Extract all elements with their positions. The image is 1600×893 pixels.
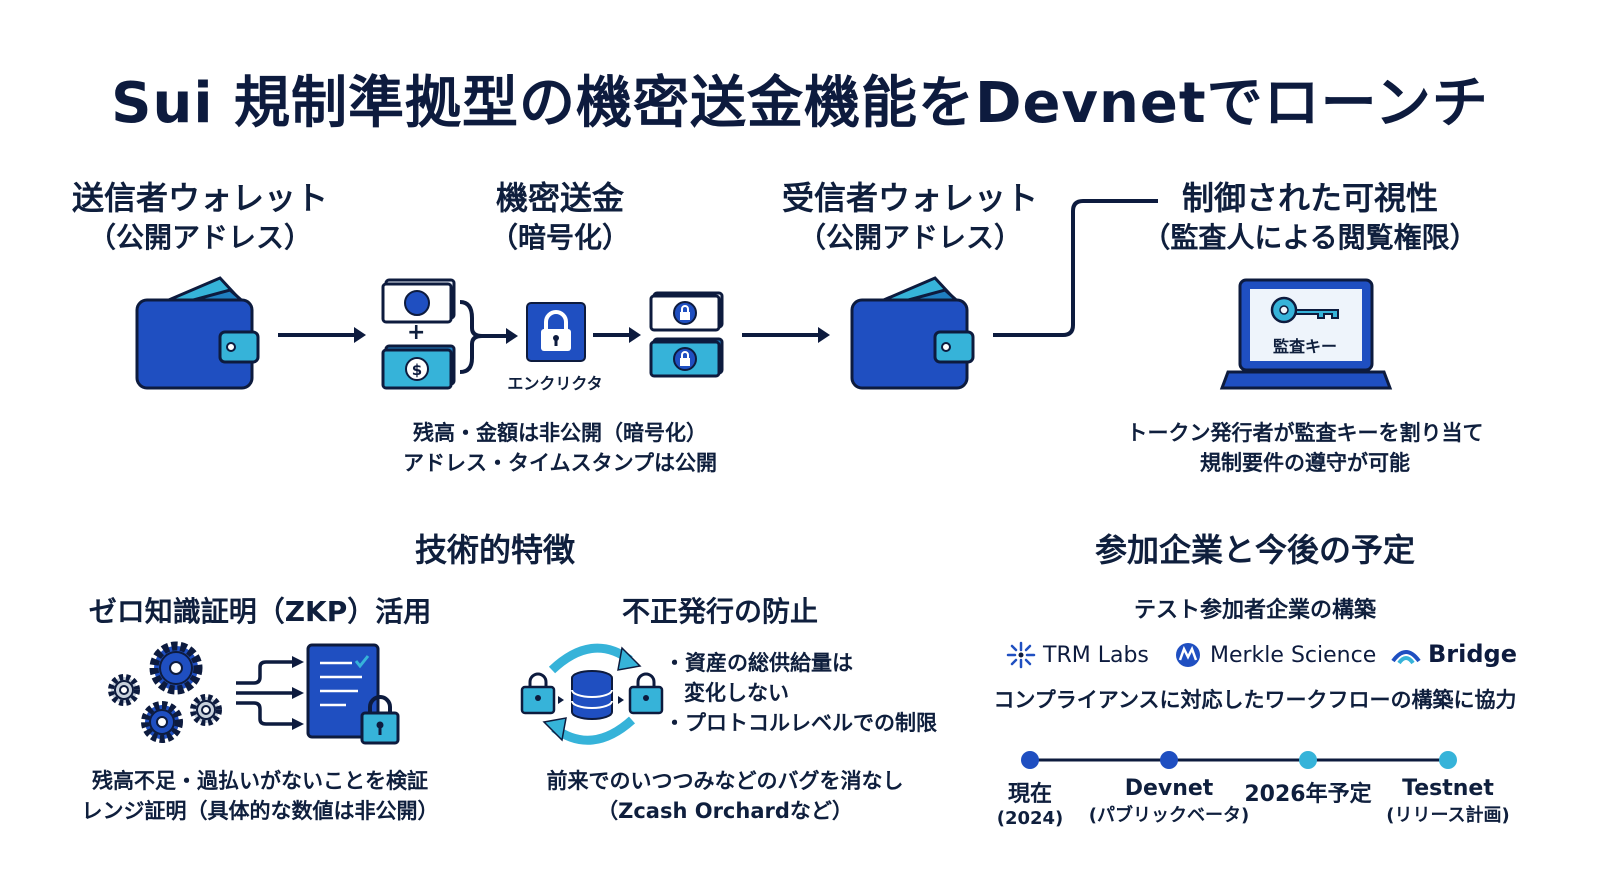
fraud-bullets: ・資産の総供給量は 変化しない ・プロトコルレベルでの制限 xyxy=(664,651,937,735)
timeline-item: Devnet (パブリックベータ) xyxy=(1088,776,1250,826)
bridge-logo: Bridge xyxy=(1390,640,1517,668)
database-cycle-icon xyxy=(520,643,664,745)
plus-icon: + xyxy=(407,320,426,345)
receiver-heading: 受信者ウォレット （公開アドレス） xyxy=(781,179,1038,254)
features-heading: 技術的特徴 xyxy=(414,531,575,569)
visibility-heading: 制御された可視性 （監査人による閲覧権限） xyxy=(1142,179,1478,254)
fraud-description: 前来でのいつつみなどのバグを消なし （Zcash Orchardなど） xyxy=(546,769,904,823)
timeline-line xyxy=(1021,751,1457,769)
encrypted-banknote-icon xyxy=(649,291,724,332)
confidential-heading: 機密送金 （暗号化） xyxy=(489,179,630,254)
audit-note: トークン発行者が監査キーを割り当て 規制要件の遵守が可能 xyxy=(1126,421,1484,475)
timeline-item: 現在 (2024) xyxy=(996,782,1064,829)
merkle-science-name: Merkle Science xyxy=(1210,642,1377,668)
arrow-icon xyxy=(278,327,366,343)
svg-text:$: $ xyxy=(412,361,422,379)
zkp-description: 残高不足・過払いがないことを検証 レンジ証明（具体的な数値は非公開） xyxy=(81,769,439,823)
flow-arrows-icon xyxy=(236,656,304,730)
timeline-item: 2026年予定 xyxy=(1244,782,1372,807)
partners-heading: 参加企業と今後の予定 xyxy=(1094,531,1415,569)
encryptor-label: エンクリクタ xyxy=(507,374,603,393)
sender-wallet-icon xyxy=(135,276,260,390)
merkle-science-icon xyxy=(1176,643,1200,667)
partners-note: コンプライアンスに対応したワークフローの構築に協力 xyxy=(993,688,1517,712)
banknote-icon xyxy=(381,278,456,324)
timeline-item: Testnet (リリース計画) xyxy=(1386,776,1510,826)
arrow-icon xyxy=(742,327,830,343)
gears-icon xyxy=(108,641,222,743)
audit-key-label: 監査キー xyxy=(1272,337,1337,356)
sender-heading: 送信者ウォレット （公開アドレス） xyxy=(71,179,328,254)
privacy-note: 残高・金額は非公開（暗号化） アドレス・タイムスタンプは公開 xyxy=(403,421,717,475)
trm-labs-name: TRM Labs xyxy=(1043,642,1149,668)
trm-labs-icon xyxy=(1006,641,1036,669)
document-lock-icon xyxy=(306,643,400,745)
trm-labs-logo: TRM Labs xyxy=(1005,640,1149,670)
connector-line xyxy=(993,199,1158,337)
bridge-icon xyxy=(1391,650,1421,665)
arrow-icon xyxy=(593,327,641,343)
fraud-title: 不正発行の防止 xyxy=(621,595,818,628)
laptop-key-icon xyxy=(1219,278,1393,390)
dollar-banknote-icon: $ xyxy=(381,344,456,390)
page-title: Sui 規制準拠型の機密送金機能をDevnetでローンチ xyxy=(111,71,1489,136)
bracket-arrow-icon xyxy=(459,300,518,374)
bridge-name: Bridge xyxy=(1428,640,1517,668)
lock-encryptor-icon xyxy=(526,302,586,362)
zkp-title: ゼロ知識証明（ZKP）活用 xyxy=(88,595,432,628)
encrypted-banknote-icon xyxy=(649,337,724,378)
partners-subheading: テスト参加者企業の構築 xyxy=(1133,598,1376,623)
merkle-science-logo: Merkle Science xyxy=(1172,640,1376,670)
receiver-wallet-icon xyxy=(850,276,975,390)
